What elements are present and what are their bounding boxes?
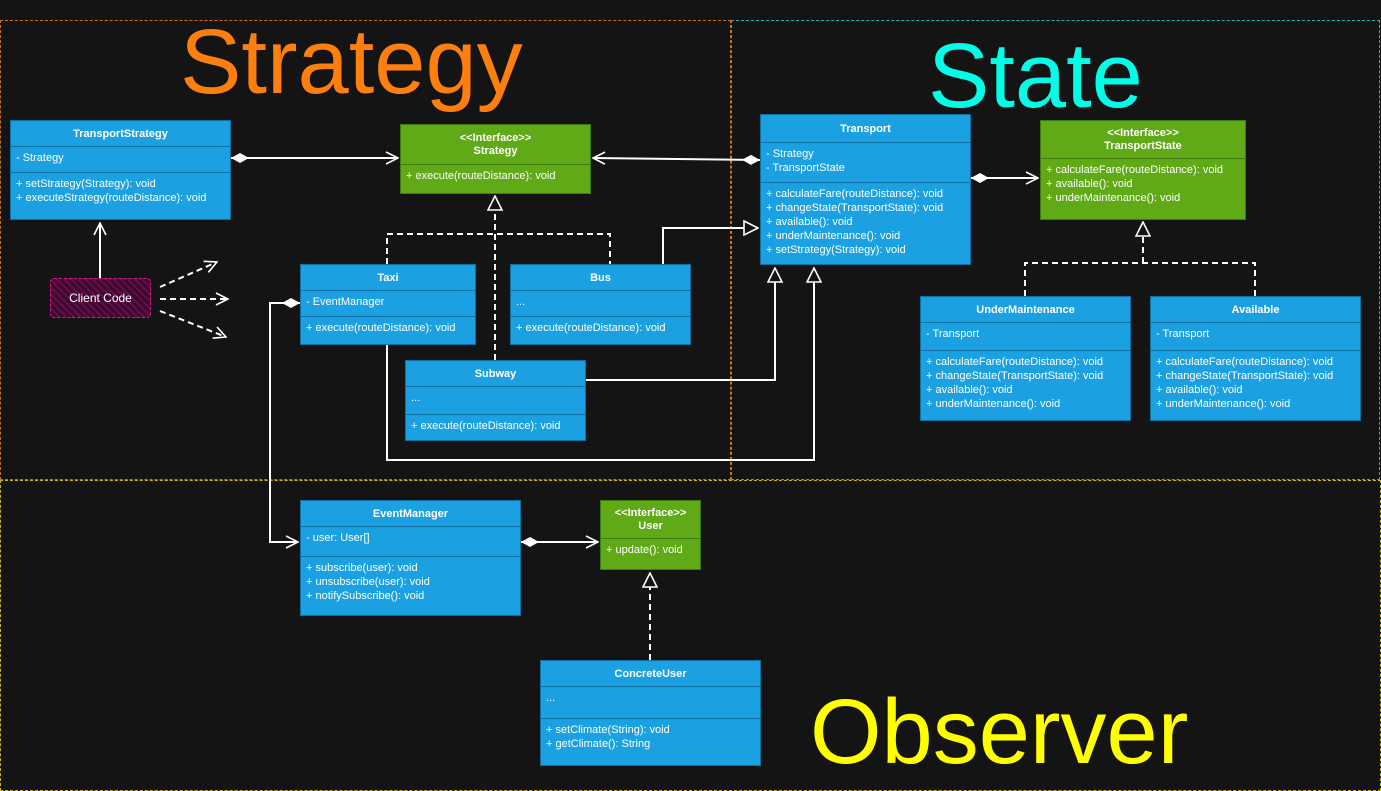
- class-taxi[interactable]: Taxi - EventManager + execute(routeDista…: [300, 264, 476, 345]
- class-name: Taxi: [377, 271, 399, 284]
- method: + execute(routeDistance): void: [411, 420, 561, 432]
- attribute: ...: [411, 392, 421, 404]
- client-dependency-1: [159, 262, 217, 288]
- method: + unsubscribe(user): void: [306, 576, 430, 588]
- method: + execute(routeDistance): void: [406, 170, 556, 182]
- method: + underMaintenance(): void: [1156, 398, 1291, 410]
- class-available[interactable]: Available - Transport + calculateFare(ro…: [1150, 296, 1361, 421]
- method: + underMaintenance(): void: [1046, 192, 1181, 204]
- method: + calculateFare(routeDistance): void: [926, 356, 1103, 368]
- class-name: UnderMaintenance: [976, 303, 1075, 316]
- class-name: Bus: [590, 271, 611, 284]
- method: + executeStrategy(routeDistance): void: [16, 192, 207, 204]
- class-name: Strategy: [473, 144, 518, 157]
- class-name: Transport: [840, 122, 891, 135]
- method: + setClimate(String): void: [546, 724, 670, 736]
- method: + changeState(TransportState): void: [1156, 370, 1334, 382]
- interface-transport-state[interactable]: <<Interface>> TransportState + calculate…: [1040, 120, 1246, 220]
- attribute: ...: [546, 692, 556, 704]
- method: + subscribe(user): void: [306, 562, 418, 574]
- method: + underMaintenance(): void: [926, 398, 1061, 410]
- bus-inherits-transport: [662, 228, 758, 265]
- attribute: - TransportState: [766, 162, 845, 174]
- method: + execute(routeDistance): void: [516, 322, 666, 334]
- class-name: EventManager: [372, 507, 449, 520]
- subway-inherits-transport: [586, 268, 775, 381]
- class-bus[interactable]: Bus ... + execute(routeDistance): void: [510, 264, 691, 345]
- class-name: Available: [1231, 303, 1280, 316]
- class-name: TransportStrategy: [73, 127, 168, 140]
- method: + underMaintenance(): void: [766, 230, 901, 242]
- method: + available(): void: [926, 384, 1013, 396]
- attribute: - Strategy: [16, 152, 64, 164]
- method: + changeState(TransportState): void: [926, 370, 1104, 382]
- attribute: ...: [516, 296, 526, 308]
- method: + setStrategy(Strategy): void: [766, 244, 906, 256]
- attribute: - Transport: [1156, 328, 1210, 340]
- transport-strategy-aggregation: [593, 158, 761, 160]
- client-code-label: Client Code: [69, 291, 132, 305]
- class-event-manager[interactable]: EventManager - user: User[] + subscribe(…: [300, 500, 521, 616]
- attribute: - user: User[]: [306, 532, 370, 544]
- class-name: TransportState: [1104, 139, 1182, 152]
- method: + available(): void: [766, 216, 853, 228]
- method: + available(): void: [1156, 384, 1243, 396]
- strategy-title: Strategy: [180, 11, 523, 113]
- class-name: User: [638, 519, 663, 532]
- attribute: - Transport: [926, 328, 980, 340]
- method: + update(): void: [606, 544, 683, 556]
- attribute: - EventManager: [306, 296, 385, 308]
- method: + calculateFare(routeDistance): void: [1046, 164, 1223, 176]
- method: + setStrategy(Strategy): void: [16, 178, 156, 190]
- class-transport[interactable]: Transport - Strategy - TransportState + …: [760, 114, 971, 265]
- stereotype: <<Interface>>: [614, 506, 687, 519]
- taxi-bus-realize-strategy: [386, 233, 611, 264]
- class-name: ConcreteUser: [614, 667, 687, 680]
- class-subway[interactable]: Subway ... + execute(routeDistance): voi…: [405, 360, 586, 441]
- interface-user[interactable]: <<Interface>> User + update(): void: [600, 500, 701, 570]
- client-code-node[interactable]: Client Code: [50, 278, 151, 318]
- class-under-maintenance[interactable]: UnderMaintenance - Transport + calculate…: [920, 296, 1131, 421]
- stereotype: <<Interface>>: [459, 131, 532, 144]
- class-name: Subway: [474, 367, 517, 380]
- states-realize-transportstate: [1024, 262, 1256, 296]
- observer-title: Observer: [810, 681, 1189, 783]
- method: + calculateFare(routeDistance): void: [1156, 356, 1333, 368]
- attribute: - Strategy: [766, 148, 814, 160]
- class-transport-strategy[interactable]: TransportStrategy - Strategy + setStrate…: [10, 120, 231, 220]
- class-concrete-user[interactable]: ConcreteUser ... + setClimate(String): v…: [540, 660, 761, 766]
- method: + getClimate(): String: [546, 738, 651, 750]
- interface-strategy[interactable]: <<Interface>> Strategy + execute(routeDi…: [400, 124, 591, 194]
- strategy-region: [0, 20, 731, 480]
- state-title: State: [928, 25, 1143, 127]
- taxi-inherits-transport: [386, 268, 814, 461]
- method: + execute(routeDistance): void: [306, 322, 456, 334]
- method: + calculateFare(routeDistance): void: [766, 188, 943, 200]
- taxi-eventmanager-aggregation: [269, 303, 300, 542]
- client-dependency-3: [159, 310, 226, 337]
- state-region: [731, 20, 1380, 480]
- method: + notifySubscribe(): void: [306, 590, 425, 602]
- method: + changeState(TransportState): void: [766, 202, 944, 214]
- method: + available(): void: [1046, 178, 1133, 190]
- stereotype: <<Interface>>: [1107, 126, 1179, 139]
